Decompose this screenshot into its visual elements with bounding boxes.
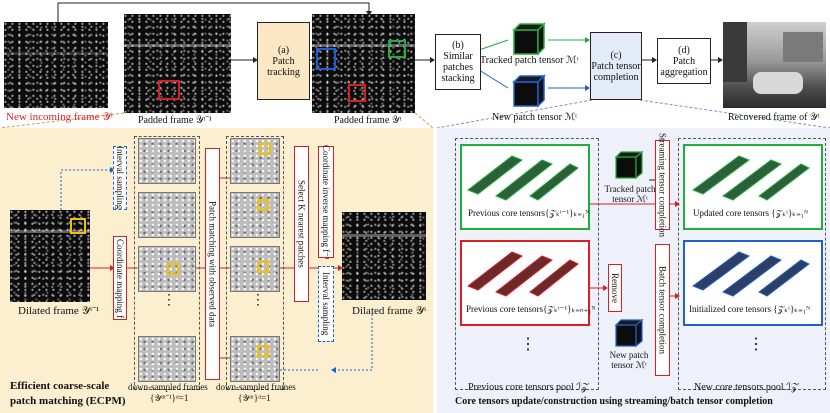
- blue-patch-box: [316, 48, 336, 70]
- new-core-pool-group: [678, 138, 826, 390]
- downsampled-prev-frame-1: [138, 138, 196, 184]
- tracked-patch-tensor-caption: Tracked patch tensor ℳᵗ: [480, 55, 579, 66]
- interval-sampling-1-box: Interval sampling: [113, 146, 127, 210]
- padded-cur-frame-image: [312, 14, 415, 113]
- prev-core-tensors-1-box: Previous core tensors{𝒵ₖᵗ⁻¹}ₖ₌₁ᴺ: [460, 144, 590, 230]
- tensor-completion-step: (c) Patch tensor completion: [590, 32, 642, 100]
- new-patch-tensor-cube-small: [614, 318, 644, 348]
- tensor-completion-id: (c): [610, 49, 622, 61]
- green-core-tensor-bars: [467, 155, 579, 201]
- downsampled-prev-group: [134, 136, 200, 390]
- prev-core-tensors-2-box: Previous core tensors{𝒵ₖᵗ⁻¹}ₖ₌ₙ₊₁ᴺ: [460, 240, 596, 326]
- padded-prev-frame-image: [124, 14, 231, 113]
- new-incoming-frame-image: [4, 22, 108, 108]
- prev-pool-ellipsis: ⋮: [520, 336, 536, 353]
- downsampled-cur-math: {𝒴ᵈᵗ}ᵈ=1: [238, 393, 271, 403]
- tracked-patch-text: Tracked patch tensor ℳᵗ: [604, 184, 656, 204]
- updated-core-tensors-box: Updated core tensors {𝒵ₖᵗ}ₖ₌₁ᴺ: [683, 144, 823, 230]
- patches-stacking-id: (b): [452, 40, 464, 51]
- prev-core-tensors-1-label: Previous core tensors{𝒵ₖᵗ⁻¹}ₖ₌₁ᴺ: [468, 208, 590, 218]
- yellow-patch-box: [167, 263, 179, 275]
- patch-aggregation-label: Patch aggregation: [660, 55, 708, 78]
- patches-stacking-step: (b) Similar patches stacking: [435, 34, 481, 90]
- downsampled-cur-frame-4: [230, 336, 280, 382]
- red-patch-box: [158, 80, 180, 100]
- downsampled-cur-frame-1: [230, 138, 280, 184]
- interval-sampling-2-box: Interval sampling: [318, 266, 334, 342]
- downsampled-prev-math: {𝒴ᵈᵗ⁻¹}ᵈ=1: [150, 393, 189, 403]
- yellow-patch-box: [257, 261, 269, 273]
- patches-stacking-label: Similar patches stacking: [441, 51, 475, 84]
- patch-matching-box: Patch matching with observed data: [205, 148, 220, 380]
- recovered-frame-image: [723, 22, 826, 108]
- dilated-prev-frame-caption: Dilated frame 𝒴ᵗ⁻¹: [18, 305, 100, 317]
- red-core-tensor-bars: [467, 251, 579, 297]
- coordinate-mapping-box: Coordinate mapping f: [113, 236, 127, 320]
- new-patch-tensor-caption: New patch tensor ℳᵗ: [492, 112, 578, 123]
- downsampled-prev-frame-3: [138, 246, 196, 292]
- downsampled-cur-frame-2: [230, 192, 280, 238]
- green-patch-box: [388, 40, 406, 58]
- patch-tracking-label: Patch tracking: [267, 55, 300, 78]
- remove-box: Remove: [608, 264, 622, 312]
- yellow-patch-box: [259, 143, 271, 155]
- ecpm-title-line1: Efficient coarse-scale: [10, 380, 110, 392]
- new-pool-caption: New core tensors pool ℐ𝒵: [694, 382, 799, 393]
- yellow-patch-box: [257, 199, 269, 211]
- padded-cur-frame-caption: Padded frame 𝒴ᵗ: [334, 115, 402, 126]
- red-patch-box-cur: [348, 84, 366, 102]
- new-pool-ellipsis: ⋮: [748, 336, 764, 353]
- patch-tracking-step: (a) Patch tracking: [257, 22, 310, 100]
- patch-tracking-id: (a): [277, 44, 290, 56]
- new-incoming-frame-caption: New incoming frame 𝒴ᵗ: [6, 111, 113, 123]
- new-patch-label: New patch tensor ℳᵗ: [604, 350, 654, 370]
- recovered-frame-caption: Recovered frame of 𝒴ᵗ: [728, 112, 820, 123]
- downsampled-prev-frame-2: [138, 192, 196, 238]
- dilated-prev-frame-image: [10, 210, 90, 302]
- tracked-patch-label: Tracked patch tensor ℳᵗ: [604, 184, 656, 204]
- updated-core-tensors-label: Updated core tensors {𝒵ₖᵗ}ₖ₌₁ᴺ: [693, 208, 809, 218]
- tracked-patch-tensor-cube: [512, 22, 546, 56]
- tensor-completion-label: Patch tensor completion: [591, 60, 641, 83]
- downsampled-prev-caption: down-sampled frames: [128, 382, 208, 392]
- patch-aggregation-step: (d) Patch aggregation: [657, 38, 711, 84]
- inverse-mapping-box: Coordinate inverse mapping f⁻¹: [318, 145, 334, 259]
- yellow-patch-box: [257, 345, 269, 357]
- streaming-completion-box: Streaming tensor completion: [655, 133, 670, 237]
- downsampled-cur-caption: down-sampled frames: [216, 382, 296, 392]
- top-connectors: [0, 2, 830, 128]
- batch-completion-box: Batch tensor completion: [655, 244, 670, 376]
- initialized-core-tensor-bars: [691, 251, 810, 297]
- downsampled-prev-frame-4: [138, 336, 196, 382]
- select-k-box: Select K nearest patches: [294, 146, 309, 302]
- prev-core-pool-group: [455, 138, 599, 390]
- dilated-cur-frame-image: [342, 212, 426, 300]
- new-patch-tensor-cube: [512, 74, 546, 108]
- tracked-patch-tensor-cube-small: [614, 150, 644, 180]
- downsampled-cur-frame-3: [230, 246, 280, 292]
- updated-core-tensor-bars: [691, 155, 810, 201]
- downsampled-cur-ellipsis: ⋮: [251, 293, 265, 308]
- initialized-core-tensors-label: Initialized core tensors {𝒵ₖᵗ}ₖ₌₁ᴺ: [689, 304, 811, 314]
- yellow-patch-box: [70, 218, 86, 234]
- dilated-cur-frame-caption: Dilated frame 𝒴ᵗ: [352, 305, 427, 317]
- prev-core-tensors-2-label: Previous core tensors{𝒵ₖᵗ⁻¹}ₖ₌ₙ₊₁ᴺ: [466, 304, 596, 314]
- ecpm-title-line2: patch matching (ECPM): [10, 395, 126, 407]
- prev-pool-caption: Previous core tensors pool ℐ𝒵: [468, 382, 589, 393]
- patch-aggregation-id: (d): [678, 44, 690, 56]
- downsampled-cur-group: [226, 136, 284, 390]
- initialized-core-tensors-box: Initialized core tensors {𝒵ₖᵗ}ₖ₌₁ᴺ: [683, 240, 823, 326]
- core-tensor-title: Core tensors update/construction using s…: [455, 396, 773, 407]
- padded-prev-frame-caption: Padded frame 𝒴ᵗ⁻¹: [138, 115, 212, 126]
- new-patch-text: New patch tensor ℳᵗ: [609, 350, 649, 370]
- downsampled-prev-ellipsis: ⋮: [162, 293, 176, 308]
